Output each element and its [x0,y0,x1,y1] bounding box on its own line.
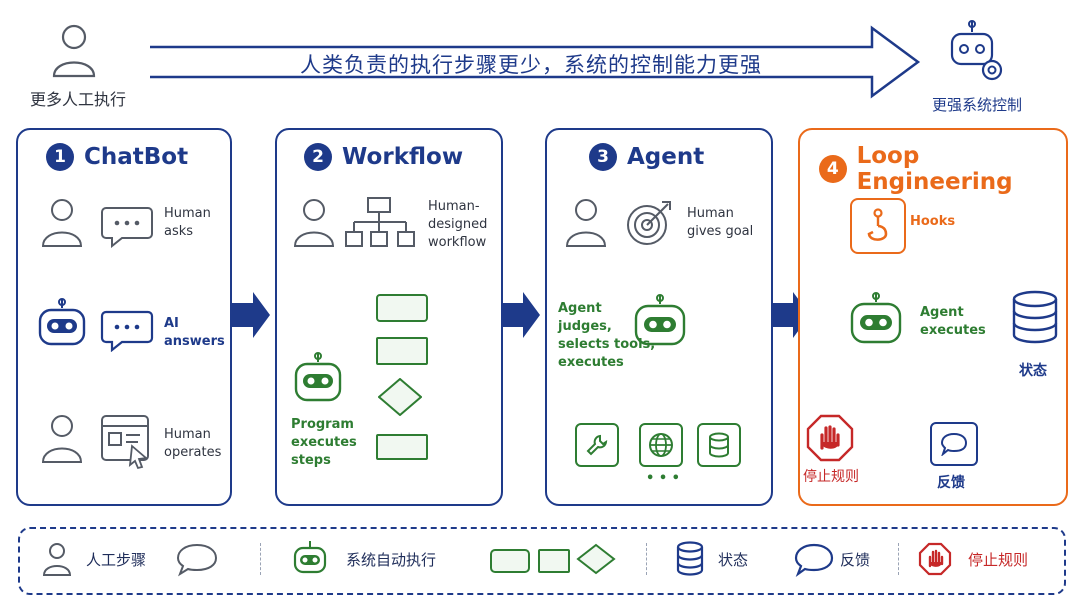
title-text: Workflow [342,144,464,170]
legend-divider-3 [898,543,900,575]
target-icon [624,198,674,252]
stop-rule-label: 停止规则 [803,469,859,485]
agent-robot-icon [632,294,688,354]
title-text: Loop Engineering [856,143,1013,195]
legend-chat-icon [176,543,218,581]
human-figure-icon [48,20,100,84]
title-text: Agent [627,144,705,170]
screen-cursor-icon [100,414,156,474]
human-gives-goal-label: Human gives goal [687,206,754,239]
human-operates-label: Human operates [164,427,222,460]
wrench-tool-icon [575,423,619,467]
legend-square-box [538,549,570,573]
legend-diamond [576,543,616,579]
globe-tool-icon [639,423,683,467]
panel-workflow-title: 2 Workflow [304,143,463,171]
loop-agent-robot-icon [848,292,904,352]
step-number-2: 2 [304,143,332,171]
legend-robot-icon [292,540,328,580]
legend-stop-rule: 停止规则 [968,551,1029,569]
ai-robot-icon [36,298,88,354]
panel-loop-title: 4 Loop Engineering [819,143,1080,195]
legend-feedback: 反馈 [840,551,871,569]
chat-bubble-icon [100,204,154,252]
ai-answers-label: AI answers [164,316,225,349]
progress-arrow [150,25,921,99]
agent-judges-label: Agent judges, selects tools, executes [558,301,656,370]
legend-rounded-box [490,549,530,573]
designer-icon [292,196,336,252]
agent-executes-label: Agent executes [920,305,986,338]
step-box-3 [376,434,428,460]
legend-divider-2 [646,543,648,575]
legend-divider-1 [260,543,262,575]
step-number-4: 4 [819,155,847,183]
robot-gear-icon [946,18,1010,92]
human-asks-label: Human asks [164,206,211,239]
feedback-label: 反馈 [937,475,965,491]
legend-human-icon [42,541,72,581]
state-database-icon [1010,290,1060,350]
legend-system-auto: 系统自动执行 [346,551,437,569]
more-system-label: 更强系统控制 [932,96,1023,114]
database-tool-icon [697,423,741,467]
legend-state: 状态 [718,551,749,569]
legend-database-icon [676,541,704,581]
legend-stop-icon [918,542,952,580]
human-designed-label: Human- designed workflow [428,199,488,250]
feedback-icon [930,422,978,466]
user-icon [40,196,84,252]
org-chart-icon [344,196,416,256]
step-box-1 [376,294,428,322]
legend [18,527,1066,595]
ai-chat-bubble-icon [100,308,154,356]
more-tools-ellipsis: • • • [646,471,680,486]
step-number-3: 3 [589,143,617,171]
title-text: ChatBot [84,144,189,170]
hooks-label: Hooks [910,214,956,229]
panel-arrow-2 [501,292,540,338]
state-label: 状态 [1019,363,1047,379]
panel-agent-title: 3 Agent [589,143,704,171]
banner-text: 人类负责的执行步骤更少，系统的控制能力更强 [300,53,762,77]
legend-human-steps: 人工步骤 [86,551,147,569]
panel-arrow-1 [231,292,270,338]
legend-feedback-icon [794,543,834,581]
hook-icon [850,198,906,254]
operator-icon [40,412,84,468]
panel-chatbot [16,128,232,506]
program-executes-label: Program executes steps [291,417,357,468]
more-human-label: 更多人工执行 [30,90,127,109]
stop-sign-icon [806,414,854,466]
program-robot-icon [292,352,344,410]
step-number-1: 1 [46,143,74,171]
step-box-2 [376,337,428,365]
panel-chatbot-title: 1 ChatBot [46,143,188,171]
goal-giver-icon [564,196,608,252]
decision-diamond [377,377,423,420]
